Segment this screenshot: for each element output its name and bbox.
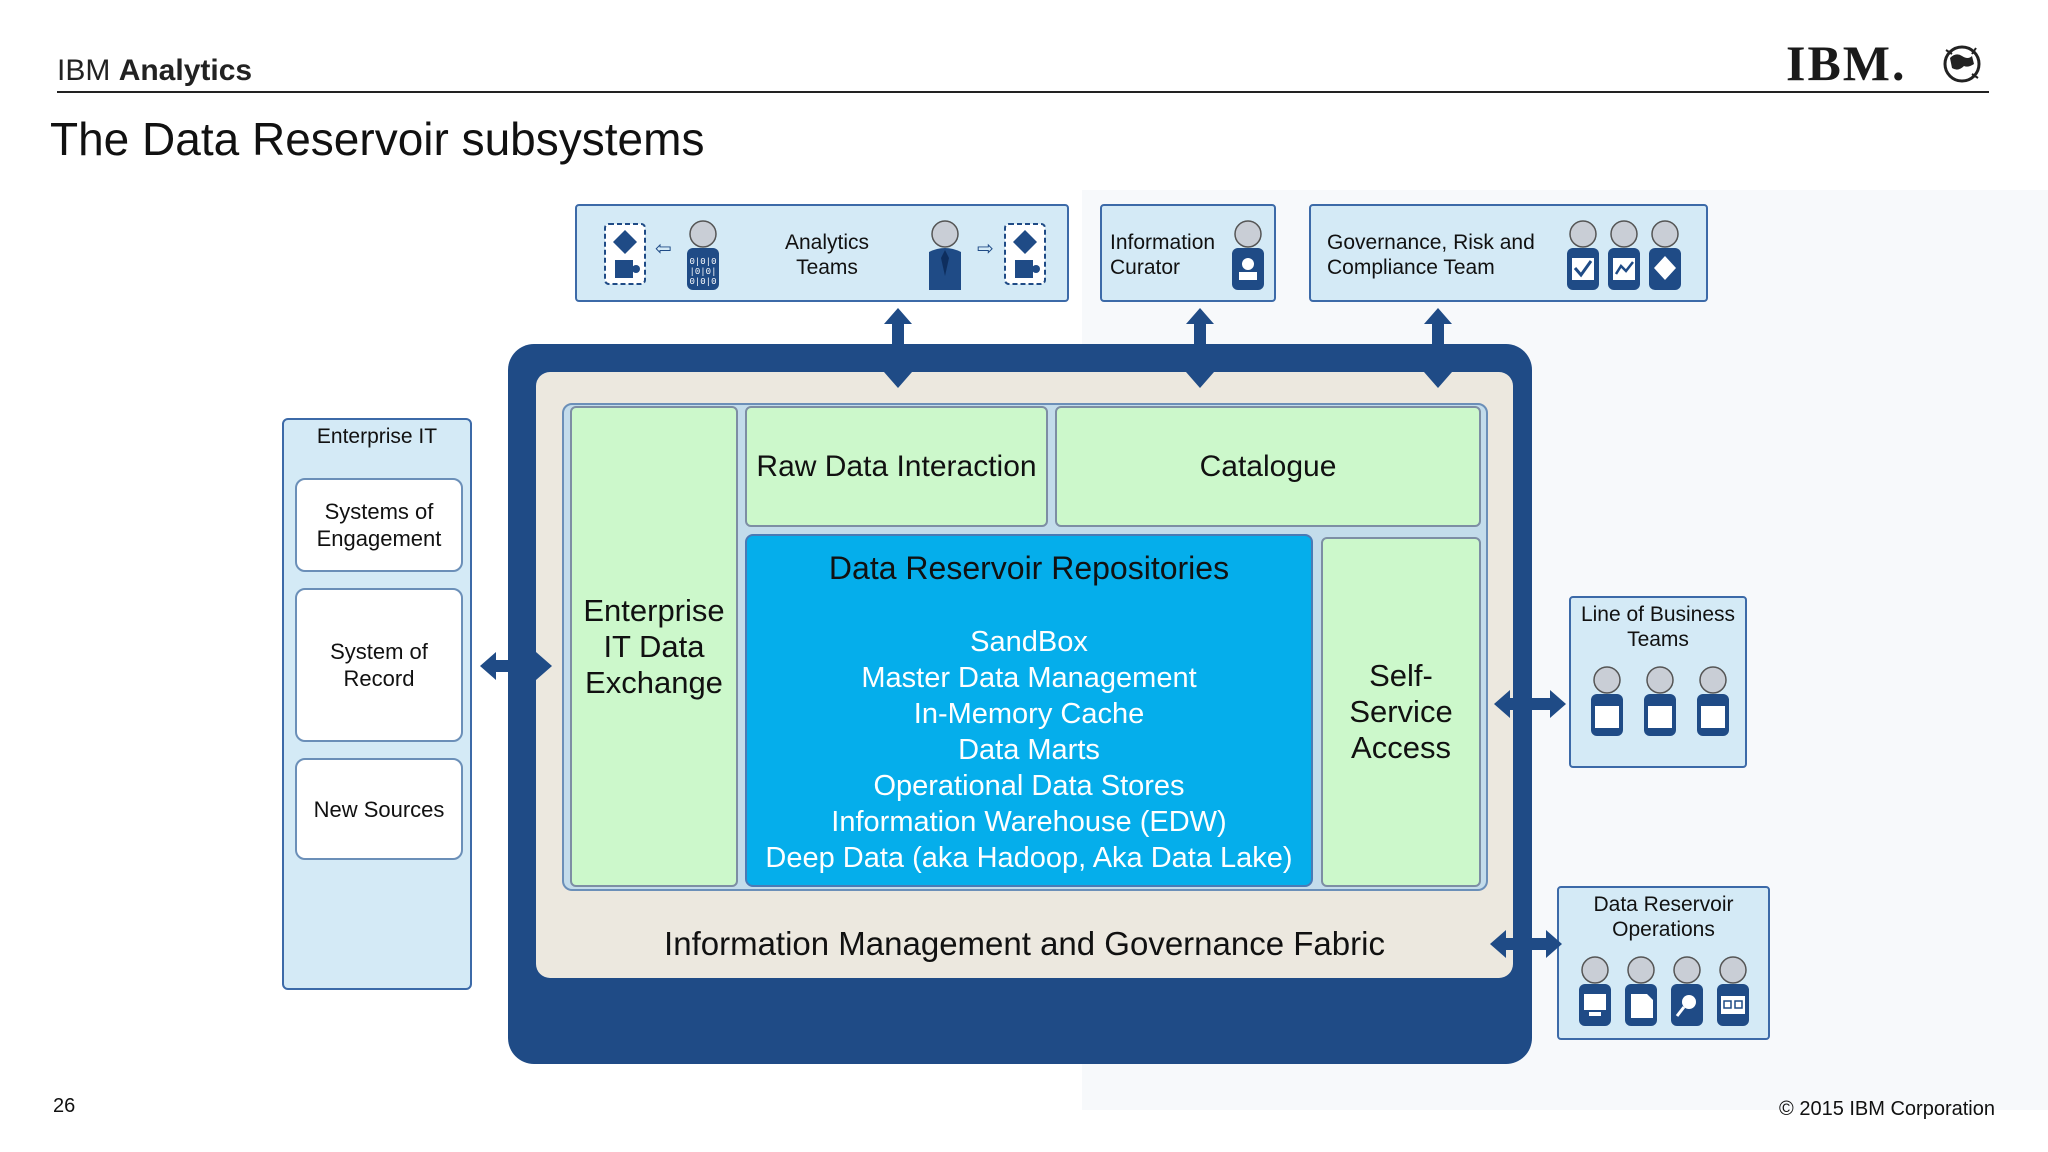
operations-label: Data Reservoir Operations [1593, 893, 1734, 941]
ibm-logo: IBM. [1786, 35, 1907, 91]
repository-item: Data Marts [958, 734, 1100, 766]
header-rule [57, 91, 1989, 93]
system-of-record-box: System of Record [295, 588, 463, 742]
puzzle-diamond-icon [604, 223, 646, 285]
enterprise-data-exchange-label: Enterprise IT Data Exchange [583, 592, 725, 700]
data-person-icon: 0|0|0 |0|0| 0|0|0 [687, 220, 719, 290]
lob-teams-label: Line of Business Teams [1580, 603, 1736, 651]
arrow-left-icon: ⇦ [655, 238, 672, 260]
arrow-curator-connector [1186, 308, 1214, 388]
system-of-record-label: System of Record [330, 639, 428, 691]
repository-item: Information Warehouse (EDW) [831, 806, 1227, 838]
systems-of-engagement-box: Systems of Engagement [295, 478, 463, 572]
governance-team-label: Governance, Risk and Compliance Team [1327, 231, 1535, 279]
arrow-enterprise-it-connector [480, 652, 552, 680]
analyst-person-icon [929, 220, 961, 290]
information-curator-label: Information Curator [1110, 231, 1216, 279]
globe-icon [1943, 45, 1981, 83]
new-sources-label: New Sources [313, 796, 445, 822]
governance-people-icon [1567, 220, 1681, 290]
repositories-list: SandBox Master Data Management In-Memory… [747, 624, 1311, 876]
arrow-right-icon: ⇨ [977, 238, 994, 260]
svg-text:|0|0|: |0|0| [689, 267, 716, 277]
page-number: 26 [53, 1095, 76, 1117]
catalogue-box: Catalogue [1055, 406, 1481, 527]
page-title: The Data Reservoir subsystems [50, 113, 705, 165]
puzzle-diamond-icon-2 [1004, 223, 1046, 285]
repository-item: In-Memory Cache [913, 698, 1145, 730]
raw-data-interaction-box: Raw Data Interaction [745, 406, 1048, 527]
svg-text:0|0|0: 0|0|0 [689, 257, 716, 267]
arrow-lob-connector [1494, 690, 1566, 718]
repositories-title: Data Reservoir Repositories [828, 550, 1230, 586]
analytics-teams-label: Analytics Teams [784, 231, 870, 279]
analytics-teams-box: ⇦ 0|0|0 |0|0| 0|0|0 Analytics Teams ⇨ [575, 204, 1069, 302]
governance-fabric-label: Information Management and Governance Fa… [664, 925, 1385, 962]
governance-team-box: Governance, Risk and Compliance Team [1309, 204, 1708, 302]
repository-item: Master Data Management [861, 662, 1197, 694]
information-curator-box: Information Curator [1100, 204, 1276, 302]
operations-people-icon [1579, 956, 1749, 1026]
self-service-access-label: Self- Service Access [1349, 658, 1453, 765]
catalogue-label: Catalogue [1199, 449, 1337, 483]
enterprise-it-title: Enterprise IT [316, 425, 438, 448]
repository-item: Deep Data (aka Hadoop, Aka Data Lake) [765, 842, 1293, 874]
arrow-analytics-connector [884, 308, 912, 388]
copyright: © 2015 IBM Corporation [1779, 1098, 1995, 1120]
self-service-access-box: Self- Service Access [1321, 537, 1481, 887]
brand-ibm-analytics: IBM Analytics [57, 54, 252, 88]
repository-item: Operational Data Stores [873, 770, 1185, 802]
lob-teams-box: Line of Business Teams [1569, 596, 1747, 768]
new-sources-box: New Sources [295, 758, 463, 860]
enterprise-data-exchange-box: Enterprise IT Data Exchange [570, 406, 738, 887]
svg-text:0|0|0: 0|0|0 [689, 277, 716, 287]
lob-people-icon [1591, 666, 1729, 736]
brand-bold: Analytics [118, 54, 253, 87]
arrow-governance-connector [1424, 308, 1452, 388]
systems-of-engagement-label: Systems of Engagement [316, 499, 442, 551]
curator-person-icon [1232, 220, 1264, 290]
operations-box: Data Reservoir Operations [1557, 886, 1770, 1040]
enterprise-it-panel: Enterprise IT Systems of Engagement Syst… [282, 418, 472, 990]
repository-item: SandBox [970, 626, 1088, 658]
raw-data-interaction-label: Raw Data Interaction [756, 449, 1037, 483]
brand-prefix: IBM [57, 54, 111, 87]
arrow-operations-connector [1490, 930, 1562, 958]
data-reservoir-repositories: Data Reservoir Repositories SandBox Mast… [745, 534, 1313, 887]
